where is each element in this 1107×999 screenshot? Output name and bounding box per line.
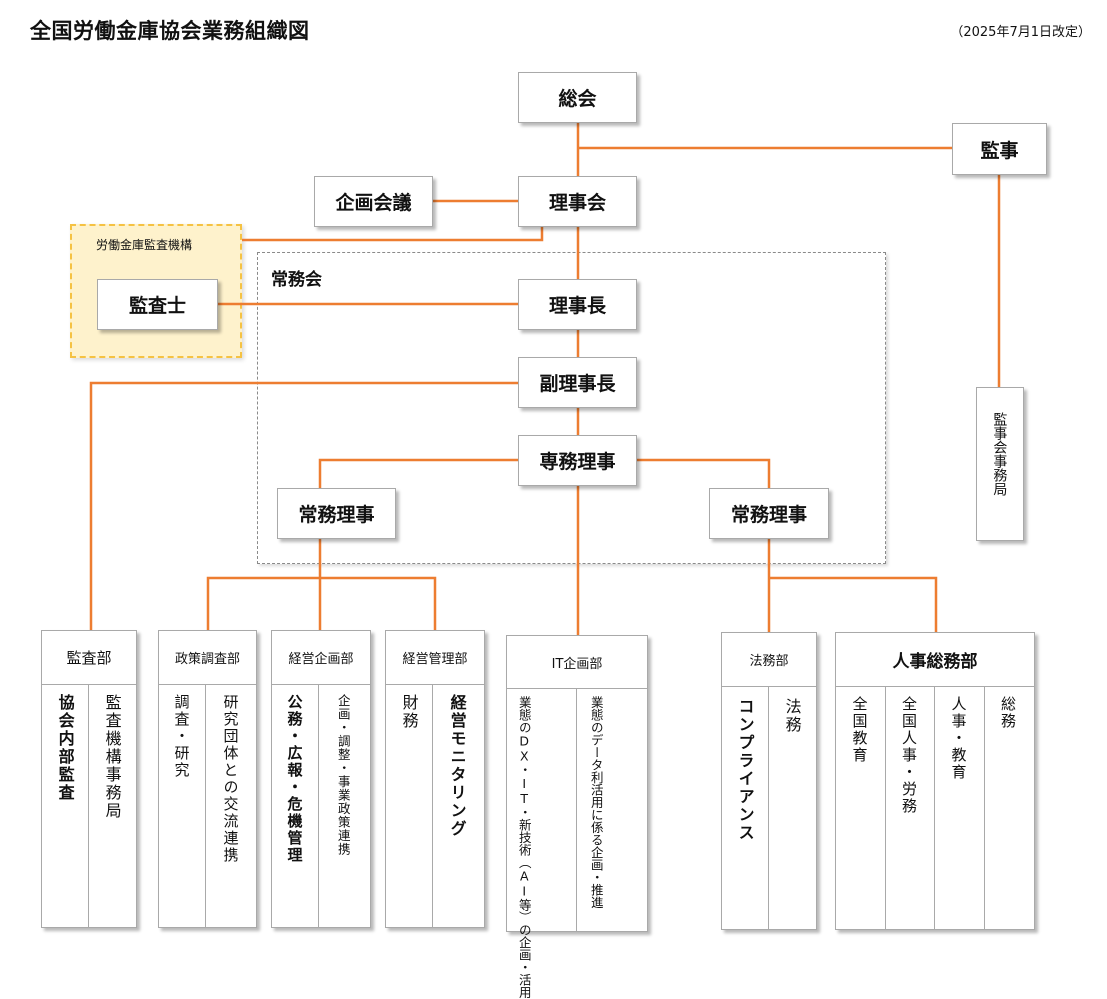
revision-date: （2025年7月1日改定） xyxy=(950,25,1091,40)
dept-audit-title: 監査部 xyxy=(42,631,136,685)
planning-council-box: 企画会議 xyxy=(314,176,433,227)
dept-audit: 監査部 協会内部監査 監査機構事務局 xyxy=(41,630,137,928)
dept-management-control-item: 経営モニタリング xyxy=(447,694,467,838)
chairman-box: 理事長 xyxy=(518,279,637,330)
managing-director-left-box: 常務理事 xyxy=(277,488,396,539)
dept-legal-item: コンプライアンス xyxy=(735,698,755,842)
dept-personnel-general-affairs-item: 全国人事・労務 xyxy=(900,696,918,815)
senior-managing-director-box: 専務理事 xyxy=(518,435,637,486)
auditor-box: 監事 xyxy=(952,123,1047,175)
dept-management-planning-item: 公務・広報・危機管理 xyxy=(285,694,304,864)
vice-chairman-box: 副理事長 xyxy=(518,357,637,408)
managing-director-right-box: 常務理事 xyxy=(709,488,829,539)
dept-legal-item: 法務 xyxy=(782,698,802,734)
dept-management-control-item: 財務 xyxy=(399,694,419,730)
dept-policy-research-title: 政策調査部 xyxy=(159,631,256,685)
dept-personnel-general-affairs-item: 総務 xyxy=(999,696,1017,730)
audit-board-secretariat-label: 監事会事務局 xyxy=(991,412,1008,496)
dept-personnel-general-affairs-item: 人事・教育 xyxy=(949,696,968,781)
dept-management-planning: 経営企画部 公務・広報・危機管理 企画・調整・事業政策連携 xyxy=(271,630,371,928)
audit-organization-label: 労働金庫監査機構 xyxy=(96,238,193,252)
dept-personnel-general-affairs-item: 全国教育 xyxy=(850,696,869,764)
dept-management-planning-item: 企画・調整・事業政策連携 xyxy=(335,694,351,856)
dept-it-planning: IT企画部 業態のDX・IT・新技術（AI等）の企画・活用 業態のデータ利活用に… xyxy=(506,635,648,999)
dept-policy-research-item: 調査・研究 xyxy=(172,694,191,779)
dept-legal: 法務部 コンプライアンス 法務 xyxy=(721,632,817,930)
general-assembly-box: 総会 xyxy=(518,72,637,123)
executive-committee-label: 常務会 xyxy=(271,270,322,290)
dept-audit-item: 協会内部監査 xyxy=(55,694,75,802)
audit-board-secretariat-box: 監事会事務局 xyxy=(976,387,1024,541)
dept-it-planning-item: 業態のデータ利活用に係る企画・推進 xyxy=(588,696,604,909)
dept-personnel-general-affairs-title: 人事総務部 xyxy=(836,633,1034,687)
page-title: 全国労働金庫協会業務組織図 xyxy=(30,19,310,43)
dept-policy-research-item: 研究団体との交流連携 xyxy=(221,694,240,864)
dept-it-planning-title: IT企画部 xyxy=(507,636,647,689)
board-of-directors-box: 理事会 xyxy=(518,176,637,227)
dept-legal-title: 法務部 xyxy=(722,633,816,687)
dept-management-control: 経営管理部 財務 経営モニタリング xyxy=(385,630,485,928)
dept-policy-research: 政策調査部 調査・研究 研究団体との交流連携 xyxy=(158,630,257,928)
inspector-box: 監査士 xyxy=(97,279,218,330)
dept-management-control-title: 経営管理部 xyxy=(386,631,484,685)
dept-management-planning-title: 経営企画部 xyxy=(272,631,370,685)
dept-personnel-general-affairs: 人事総務部 全国教育 全国人事・労務 人事・教育 総務 xyxy=(835,632,1035,930)
dept-audit-item: 監査機構事務局 xyxy=(102,694,122,820)
dept-it-planning-item: 業態のDX・IT・新技術（AI等）の企画・活用 xyxy=(516,696,532,999)
